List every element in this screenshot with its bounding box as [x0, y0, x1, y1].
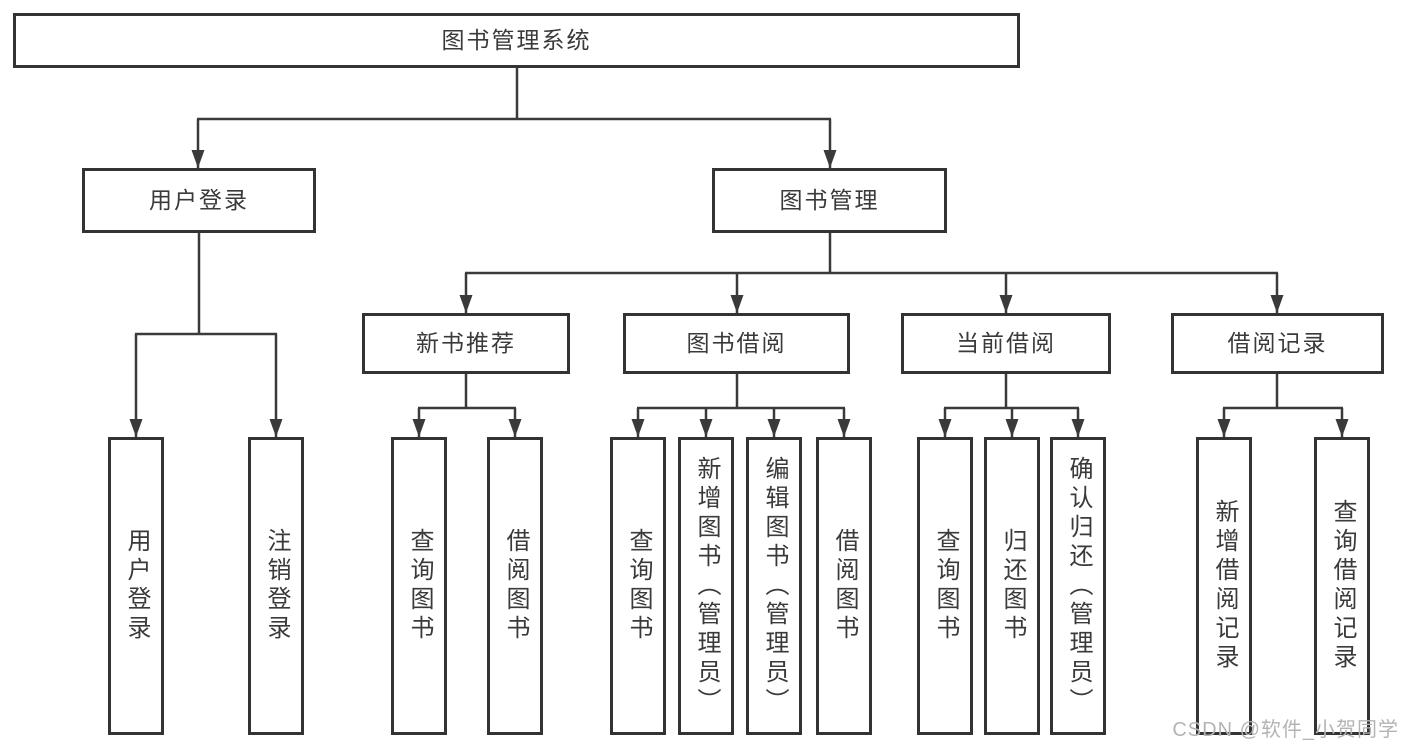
csdn-watermark: CSDN @软件_小贺同学 — [1172, 719, 1399, 741]
node-current-borrow: 当前借阅 — [901, 313, 1111, 374]
node-book-borrow: 图书借阅 — [623, 313, 850, 374]
leaf-query-books-current: 查询图书 — [917, 437, 973, 735]
node-borrow-records: 借阅记录 — [1171, 313, 1384, 374]
leaf-query-books-recommend: 查询图书 — [391, 437, 447, 735]
leaf-confirm-return-admin: 确认归还（管理员） — [1050, 437, 1106, 735]
leaf-logout: 注销登录 — [248, 437, 304, 735]
leaf-add-borrow-record: 新增借阅记录 — [1196, 437, 1252, 735]
leaf-borrow-books-recommend: 借阅图书 — [487, 437, 543, 735]
leaf-edit-book-admin: 编辑图书（管理员） — [746, 437, 802, 735]
node-new-book-recommend: 新书推荐 — [362, 313, 570, 374]
leaf-query-books-borrow: 查询图书 — [610, 437, 666, 735]
node-library-management-system: 图书管理系统 — [13, 13, 1020, 68]
leaf-user-login: 用户登录 — [108, 437, 164, 735]
node-user-login: 用户登录 — [82, 168, 316, 233]
leaf-add-book-admin: 新增图书（管理员） — [678, 437, 734, 735]
leaf-return-books: 归还图书 — [984, 437, 1040, 735]
leaf-borrow-books: 借阅图书 — [816, 437, 872, 735]
leaf-query-borrow-record: 查询借阅记录 — [1314, 437, 1370, 735]
node-book-management: 图书管理 — [712, 168, 947, 233]
